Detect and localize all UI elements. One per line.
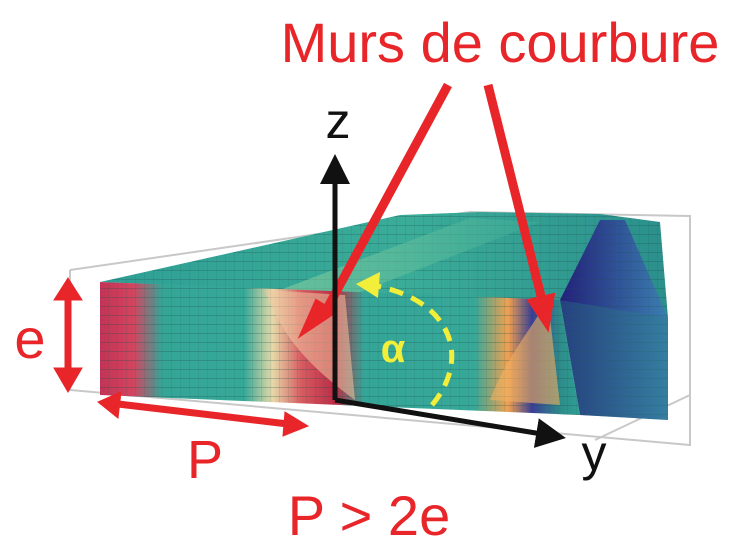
period-arrow — [97, 391, 310, 437]
period-label: P — [187, 430, 223, 490]
y-axis-line — [334, 397, 566, 448]
wall-right-curl — [490, 300, 560, 405]
magnetic-slab — [100, 212, 668, 420]
title-label: Murs de courbure — [281, 11, 720, 74]
angle-arc-head — [356, 272, 380, 298]
wall-pointer-arrows — [297, 82, 556, 339]
condition-label: P > 2e — [288, 484, 450, 547]
z-axis-label: z — [326, 93, 351, 149]
y-axis-label: y — [582, 425, 607, 481]
thickness-arrow — [53, 277, 83, 393]
axes — [320, 154, 566, 448]
angle-arc — [371, 282, 455, 407]
angle-label: α — [381, 327, 406, 371]
thickness-label: e — [14, 307, 45, 370]
